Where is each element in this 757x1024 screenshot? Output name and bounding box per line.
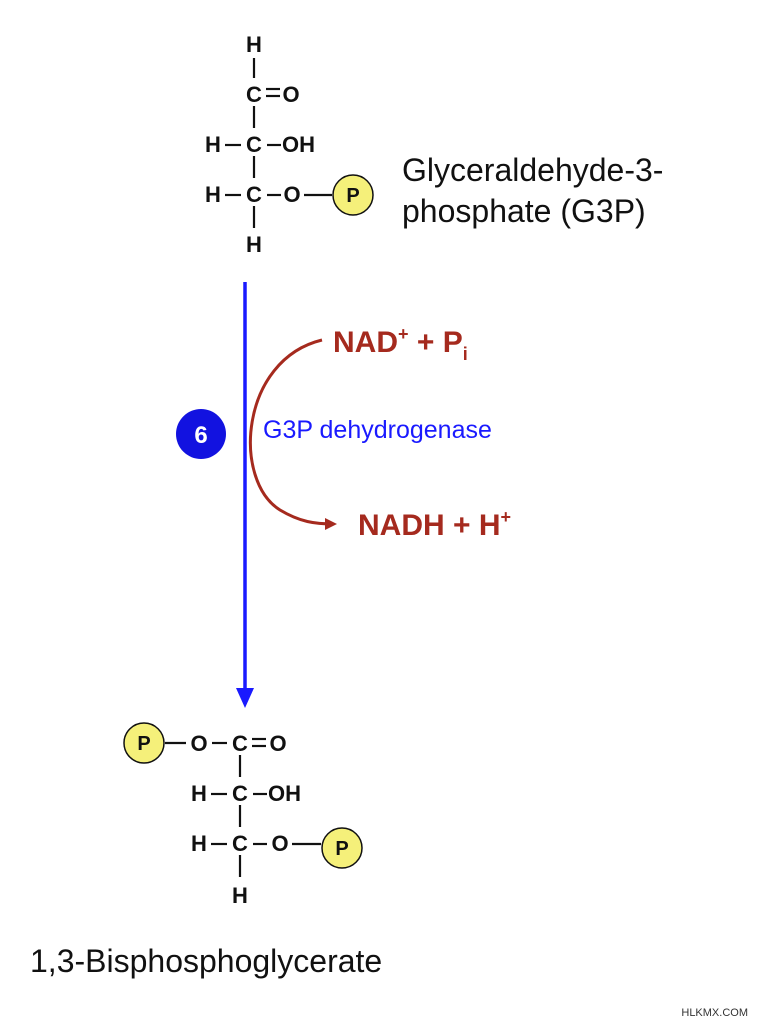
atom-h: H — [191, 831, 207, 856]
phosphate-label: P — [137, 733, 150, 755]
atom-c3: C — [246, 182, 262, 207]
atom-oh: OH — [268, 781, 301, 806]
atom-o-ester: O — [190, 731, 207, 756]
watermark: HLKMX.COM — [681, 1007, 748, 1019]
cofactor-curved-arrow — [248, 338, 337, 530]
pi-subscript: i — [463, 344, 468, 364]
atom-h: H — [205, 182, 221, 207]
product-name: 1,3-Bisphosphoglycerate — [30, 943, 382, 979]
atom-oh: OH — [282, 132, 315, 157]
nadh-label: NADH + H — [358, 509, 501, 542]
substrate-name-line2: phosphate (G3P) — [402, 193, 646, 229]
nad-label: NAD — [333, 326, 398, 359]
atom-h: H — [191, 781, 207, 806]
nad-charge: + — [398, 324, 409, 344]
phosphate-label: P — [335, 838, 348, 860]
atom-o-carbonyl: O — [282, 82, 299, 107]
atom-h-top: H — [246, 32, 262, 57]
reaction-arrow-head-icon — [236, 688, 254, 708]
atom-o-ester: O — [271, 831, 288, 856]
step-number-badge — [176, 409, 226, 459]
bpg-structure: P O C O H C OH H C O P H — [123, 722, 363, 908]
enzyme-label: G3P dehydrogenase — [263, 416, 492, 444]
atom-o-ester: O — [283, 182, 300, 207]
atom-c2: C — [246, 132, 262, 157]
cofactor-output: NADH + H+ — [358, 507, 511, 542]
atom-c3: C — [232, 831, 248, 856]
atom-c2: C — [232, 781, 248, 806]
atom-h: H — [205, 132, 221, 157]
atom-c1: C — [246, 82, 262, 107]
g3p-structure: H C O H C OH H C O P H — [205, 32, 374, 257]
substrate-name-line1: Glyceraldehyde-3- — [402, 152, 663, 188]
phosphate-group-icon — [332, 174, 374, 216]
step-number: 6 — [194, 422, 207, 449]
phosphate-group-icon — [123, 722, 165, 764]
atom-o-carbonyl: O — [269, 731, 286, 756]
h-charge: + — [501, 507, 512, 527]
atom-c1: C — [232, 731, 248, 756]
atom-h-bottom: H — [246, 232, 262, 257]
atom-h-bottom: H — [232, 883, 248, 908]
pi-label: + P — [409, 326, 463, 359]
phosphate-group-icon — [321, 827, 363, 869]
phosphate-label: P — [346, 185, 359, 207]
cofactor-input: NAD+ + Pi — [333, 324, 468, 364]
